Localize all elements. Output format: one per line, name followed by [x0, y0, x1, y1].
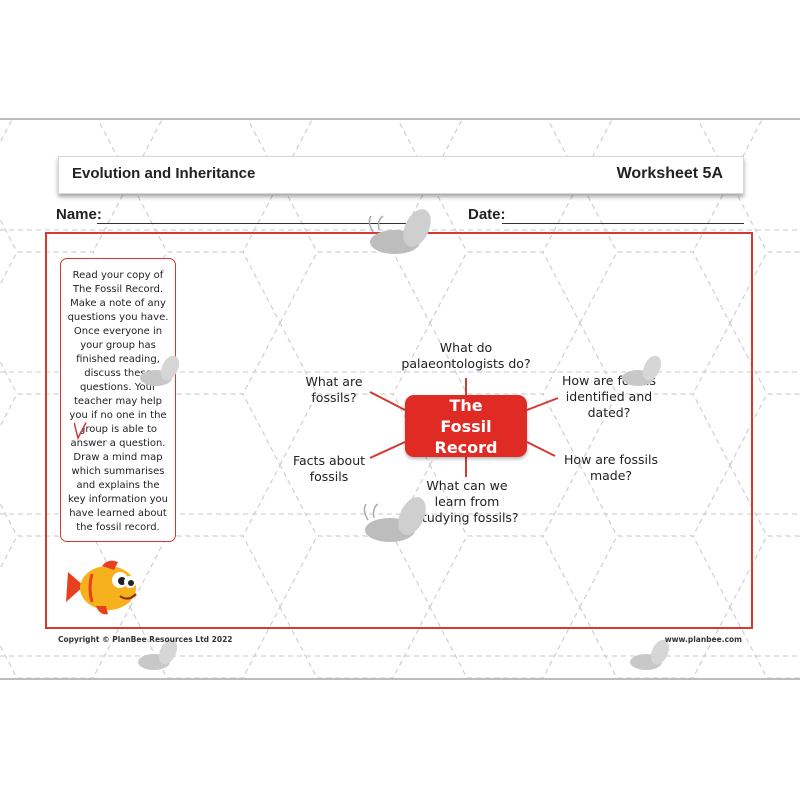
node-facts-about-fossils: Facts about fossils [292, 453, 366, 484]
node-identified-dated: How are fossils identified and dated? [562, 373, 656, 420]
node-palaeontologists: What do palaeontologists do? [401, 340, 531, 371]
topic-title: Evolution and Inheritance [72, 165, 256, 182]
mind-map-center: The Fossil Record [405, 395, 527, 457]
worksheet-header: Evolution and Inheritance Worksheet 5A [58, 156, 744, 194]
website-link[interactable]: www.planbee.com [664, 635, 742, 644]
instruction-text: Read your copy of The Fossil Record. Mak… [67, 270, 169, 533]
node-learn-from-fossils: What can we learn from studying fossils? [415, 478, 519, 525]
bee-watermark-icon [630, 639, 670, 670]
name-label: Name: [56, 206, 102, 223]
center-label: The Fossil Record [434, 395, 498, 457]
worksheet-number: Worksheet 5A [616, 165, 723, 182]
bee-watermark-icon [140, 355, 180, 386]
fish-mascot-icon [66, 560, 137, 615]
name-line[interactable] [97, 223, 415, 224]
bee-watermark-icon [368, 209, 431, 254]
speech-bubble-tail [74, 422, 87, 441]
node-what-are-fossils: What are fossils? [305, 374, 363, 405]
node-how-made: How are fossils made? [564, 452, 658, 483]
date-label: Date: [468, 206, 506, 223]
mind-map-connectors [369, 378, 559, 477]
date-line[interactable] [502, 223, 744, 224]
bee-watermark-icon [622, 355, 662, 386]
copyright-text: Copyright © PlanBee Resources Ltd 2022 [58, 635, 233, 644]
instruction-bubble: Read your copy of The Fossil Record. Mak… [60, 258, 176, 542]
bee-watermark-icon [363, 497, 426, 542]
bee-watermark-icon [138, 639, 178, 670]
worksheet-page: Evolution and Inheritance Worksheet 5A N… [0, 118, 800, 680]
